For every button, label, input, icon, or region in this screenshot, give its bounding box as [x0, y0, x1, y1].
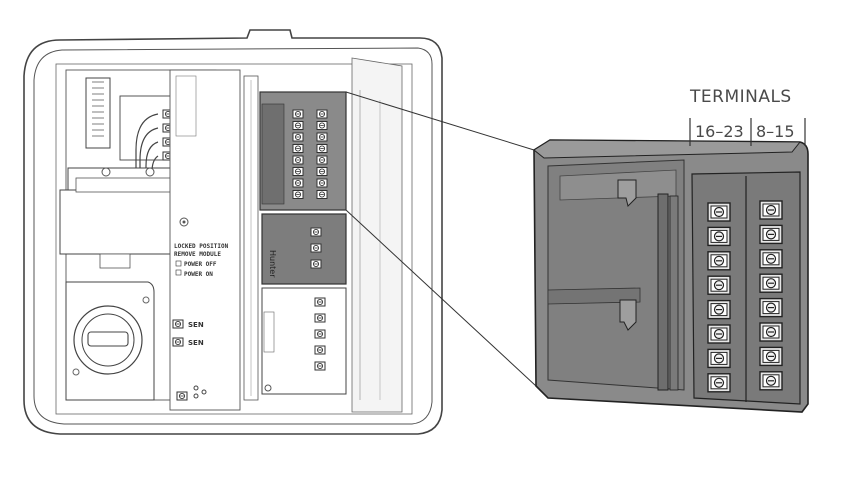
terminal-screw — [707, 348, 731, 369]
callout-lines — [345, 91, 537, 387]
module-rail — [243, 75, 259, 401]
terminal-screw — [759, 200, 783, 220]
unlock-icon — [175, 260, 182, 267]
module-brand-label: Hunter — [268, 250, 277, 278]
module-terminal-screw — [292, 190, 304, 199]
enlarged-terminal-module — [533, 139, 809, 413]
module-terminal-screw — [316, 167, 328, 176]
sensor-label-2: SEN — [188, 339, 204, 347]
installed-module-highlighted — [259, 91, 347, 211]
terminals-title: TERMINALS — [689, 87, 792, 107]
center-panel: LOCKED POSITION REMOVE MODULE POWER OFF … — [169, 69, 241, 411]
module-terminal-screw — [316, 109, 328, 119]
terminal-screw — [759, 273, 783, 293]
range-8-15: 8–15 — [756, 122, 795, 141]
locked-position-label: LOCKED POSITION — [174, 243, 229, 250]
module-terminal-screw — [316, 132, 328, 142]
power-off-label: POWER OFF — [184, 261, 217, 268]
terminal-screw — [707, 299, 731, 320]
module-terminal-screw — [316, 178, 328, 188]
terminal-screw — [759, 249, 783, 269]
terminal-screw — [707, 226, 731, 247]
module-terminal-screw — [292, 144, 304, 153]
terminal-screw — [759, 371, 783, 391]
terminal-screw — [759, 297, 783, 318]
module-terminal-screw — [292, 109, 304, 119]
remove-module-label: REMOVE MODULE — [174, 251, 221, 258]
module-terminal-screw — [292, 155, 304, 165]
terminal-screw — [707, 373, 731, 393]
terminal-screw — [707, 324, 731, 344]
power-on-label: POWER ON — [184, 271, 213, 278]
module-terminal-screw — [316, 155, 328, 165]
module-terminal-screw — [316, 144, 328, 153]
module-terminal-screw — [316, 121, 328, 130]
module-terminal-screw — [316, 190, 328, 199]
module-terminal-screw — [292, 178, 304, 188]
terminal-screw — [759, 224, 783, 245]
power-module: Hunter — [261, 213, 347, 285]
terminal-screw — [707, 202, 731, 222]
terminal-screw — [707, 275, 731, 295]
module-terminal-screw — [292, 167, 304, 176]
terminal-screw — [707, 251, 731, 271]
sensor-label-1: SEN — [188, 321, 204, 329]
module-terminal-screw — [292, 121, 304, 130]
base-module — [261, 287, 347, 395]
lock-icon — [175, 269, 182, 276]
range-16-23: 16–23 — [695, 122, 744, 141]
terminal-screw — [759, 346, 783, 367]
module-terminal-screw — [292, 132, 304, 142]
terminals-callout: TERMINALS 16–23 8–15 — [689, 87, 806, 146]
terminal-screw — [759, 322, 783, 342]
